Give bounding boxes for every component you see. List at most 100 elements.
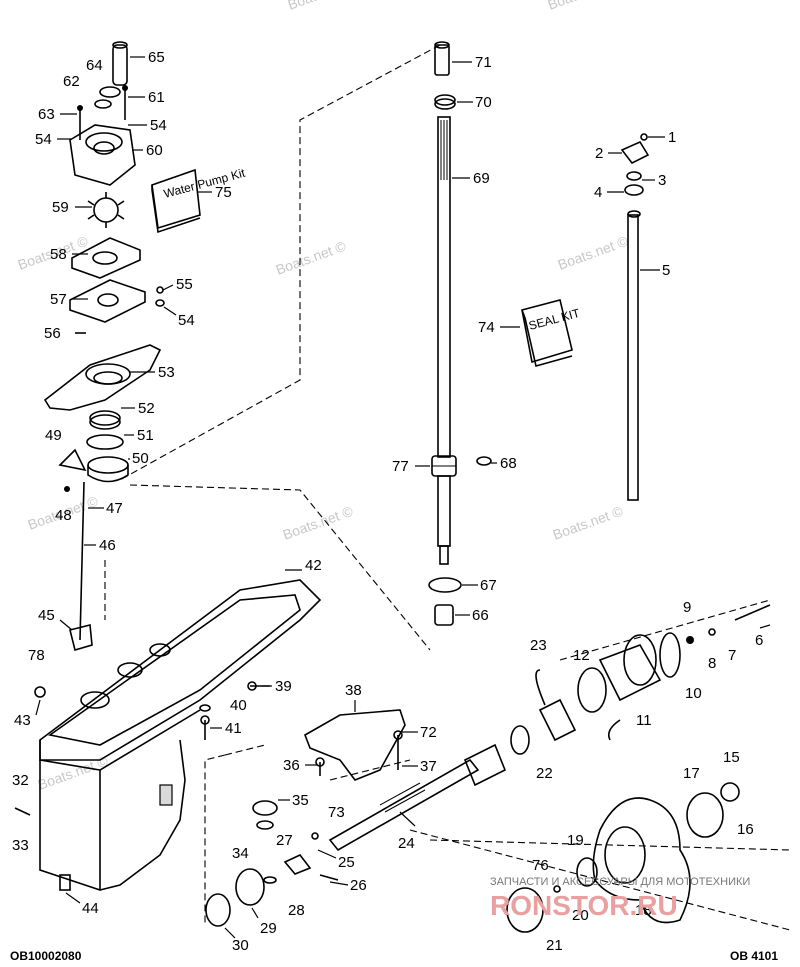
part-label-51: 51: [137, 427, 154, 444]
part-label-57: 57: [50, 291, 67, 308]
part-label-37: 37: [420, 758, 437, 775]
lower-shift-rod: [64, 481, 93, 652]
part-label-54: 54: [150, 117, 167, 134]
housing-bolts: [199, 681, 270, 740]
part-label-16: 16: [737, 821, 754, 838]
part-label-26: 26: [350, 877, 367, 894]
part-label-48: 48: [55, 507, 72, 524]
part-callouts: 65 64 62 61 63 54 54 60 75 59 58 55 57 5…: [12, 49, 771, 954]
part-label-73: 73: [328, 804, 345, 821]
part-label-7: 7: [728, 647, 736, 664]
watermark: Boats.net ©: [274, 237, 349, 277]
part-label-76: 76: [532, 857, 549, 874]
part-label-40: 40: [230, 697, 247, 714]
part-label-66: 66: [472, 607, 489, 624]
part-label-41: 41: [225, 720, 242, 737]
shift-rod-assembly: [620, 133, 650, 501]
part-label-67: 67: [480, 577, 497, 594]
part-label-25: 25: [338, 854, 355, 871]
part-label-69: 69: [473, 170, 490, 187]
part-label-43: 43: [14, 712, 31, 729]
part-label-23: 23: [530, 637, 547, 654]
part-label-34: 34: [232, 845, 249, 862]
part-label-4: 4: [594, 184, 602, 201]
part-label-9: 9: [683, 599, 691, 616]
part-label-20: 20: [572, 907, 589, 924]
seal-kit-box: SEAL KIT: [521, 299, 582, 367]
part-label-59: 59: [52, 199, 69, 216]
gearcase-housing: [14, 579, 322, 891]
watermark: Boats.net ©: [546, 0, 621, 13]
part-label-8: 8: [708, 655, 716, 672]
part-label-56: 56: [44, 325, 61, 342]
seal-kit-label: SEAL KIT: [527, 306, 582, 333]
part-label-53: 53: [158, 364, 175, 381]
brand-watermark: ЗАПЧАСТИ И АКСЕССУАРЫ ДЛЯ МОТОТЕХНИКИ RO…: [490, 876, 750, 921]
part-label-77: 77: [392, 458, 409, 475]
part-label-75: 75: [215, 184, 232, 201]
part-label-15: 15: [723, 749, 740, 766]
part-label-50: 50: [132, 450, 149, 467]
part-label-65: 65: [148, 49, 165, 66]
watermark: Boats.net ©: [281, 502, 356, 542]
watermark: Boats.net ©: [551, 502, 626, 542]
part-label-10: 10: [685, 685, 702, 702]
part-label-28: 28: [288, 902, 305, 919]
part-label-6: 6: [755, 632, 763, 649]
part-label-38: 38: [345, 682, 362, 699]
part-label-63: 63: [38, 106, 55, 123]
brand-subtitle: ЗАПЧАСТИ И АКСЕССУАРЫ ДЛЯ МОТОТЕХНИКИ: [490, 876, 750, 888]
part-label-70: 70: [475, 94, 492, 111]
part-label-44: 44: [82, 900, 99, 917]
part-label-54c: 54: [178, 312, 195, 329]
propeller-shaft-assembly: [328, 604, 771, 852]
part-label-22: 22: [536, 765, 553, 782]
part-label-42: 42: [305, 557, 322, 574]
part-label-78: 78: [28, 647, 45, 664]
small-parts: [205, 832, 339, 927]
part-label-45: 45: [38, 607, 55, 624]
assembly-lines: [104, 44, 791, 931]
part-label-68: 68: [500, 455, 517, 472]
part-label-5: 5: [662, 262, 670, 279]
propeller-assembly: [506, 782, 740, 933]
water-pump-assembly: [43, 41, 165, 483]
part-label-35: 35: [292, 792, 309, 809]
part-label-11: 11: [636, 712, 652, 729]
part-label-60: 60: [146, 142, 163, 159]
part-label-30: 30: [232, 937, 249, 954]
part-label-58: 58: [50, 246, 67, 263]
watermark: Boats.net ©: [556, 232, 631, 272]
part-label-39: 39: [275, 678, 292, 695]
part-label-1: 1: [668, 129, 676, 146]
part-label-36: 36: [283, 757, 300, 774]
part-label-24: 24: [398, 835, 415, 852]
driveshaft-assembly: [428, 41, 492, 626]
part-label-64: 64: [86, 57, 103, 74]
part-label-74: 74: [478, 319, 495, 336]
trim-tab-assembly: [304, 709, 406, 781]
part-label-61: 61: [148, 89, 165, 106]
part-label-71: 71: [475, 54, 492, 71]
part-label-12: 12: [573, 647, 590, 664]
part-label-62: 62: [63, 73, 80, 90]
diagram-code-right: OB 4101: [730, 949, 778, 963]
part-label-2: 2: [595, 145, 603, 162]
water-pump-kit-label: Water Pump Kit: [162, 166, 247, 201]
brand-name: RONSTOR.RU: [490, 890, 678, 921]
part-label-47: 47: [106, 500, 123, 517]
part-label-49: 49: [45, 427, 62, 444]
part-label-3: 3: [658, 172, 666, 189]
part-label-52: 52: [138, 400, 155, 417]
part-label-17: 17: [683, 765, 700, 782]
part-label-29: 29: [260, 920, 277, 937]
part-label-72: 72: [420, 724, 437, 741]
water-pump-kit-box: Water Pump Kit: [151, 166, 247, 234]
watermark: Boats.net ©: [286, 0, 361, 13]
part-label-33: 33: [12, 837, 29, 854]
part-label-55: 55: [176, 276, 193, 293]
watermarks: Boats.net © Boats.net © Boats.net © Boat…: [16, 0, 631, 793]
part-label-54b: 54: [35, 131, 52, 148]
part-label-46: 46: [99, 537, 116, 554]
